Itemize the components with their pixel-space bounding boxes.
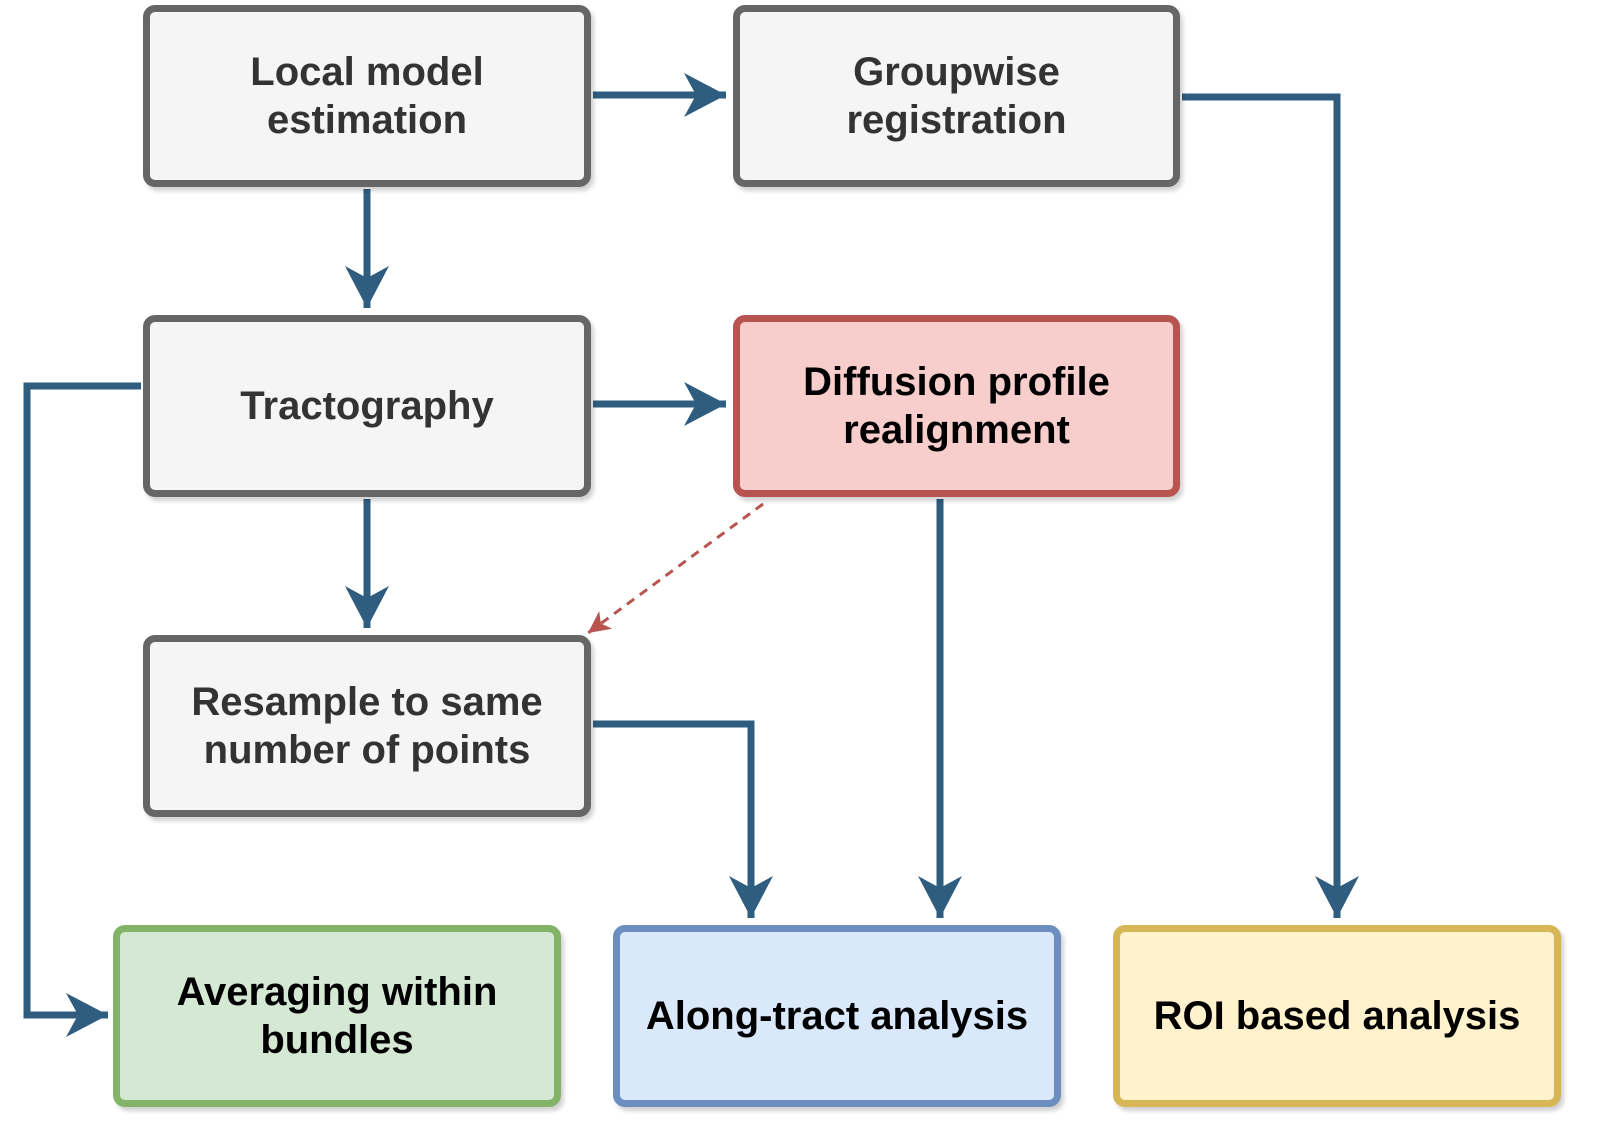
node-label: Groupwise registration — [846, 50, 1067, 142]
node-averaging-within-bundles: Averaging within bundles — [113, 925, 561, 1107]
node-label: ROI based analysis — [1153, 994, 1521, 1038]
node-label: Along-tract analysis — [645, 994, 1029, 1038]
node-tractography: Tractography — [143, 315, 591, 497]
edge-resample-to-along — [593, 720, 773, 918]
node-label: Averaging within bundles — [176, 970, 498, 1062]
node-label: Resample to same number of points — [191, 680, 543, 772]
node-roi-based-analysis: ROI based analysis — [1113, 925, 1561, 1107]
node-label: Local model estimation — [250, 50, 484, 142]
edge-tractography-to-averaging — [23, 382, 141, 1037]
node-label: Diffusion profile realignment — [803, 360, 1110, 452]
node-label: Tractography — [240, 384, 494, 428]
node-groupwise-registration: Groupwise registration — [733, 5, 1180, 187]
node-diffusion-profile-realignment: Diffusion profile realignment — [733, 315, 1180, 497]
edge-groupwise-to-roi — [1182, 93, 1359, 918]
node-local-model-estimation: Local model estimation — [143, 5, 591, 187]
node-along-tract-analysis: Along-tract analysis — [613, 925, 1061, 1107]
edge-diffusion-to-resample-dashed — [587, 502, 764, 635]
node-resample: Resample to same number of points — [143, 635, 591, 817]
